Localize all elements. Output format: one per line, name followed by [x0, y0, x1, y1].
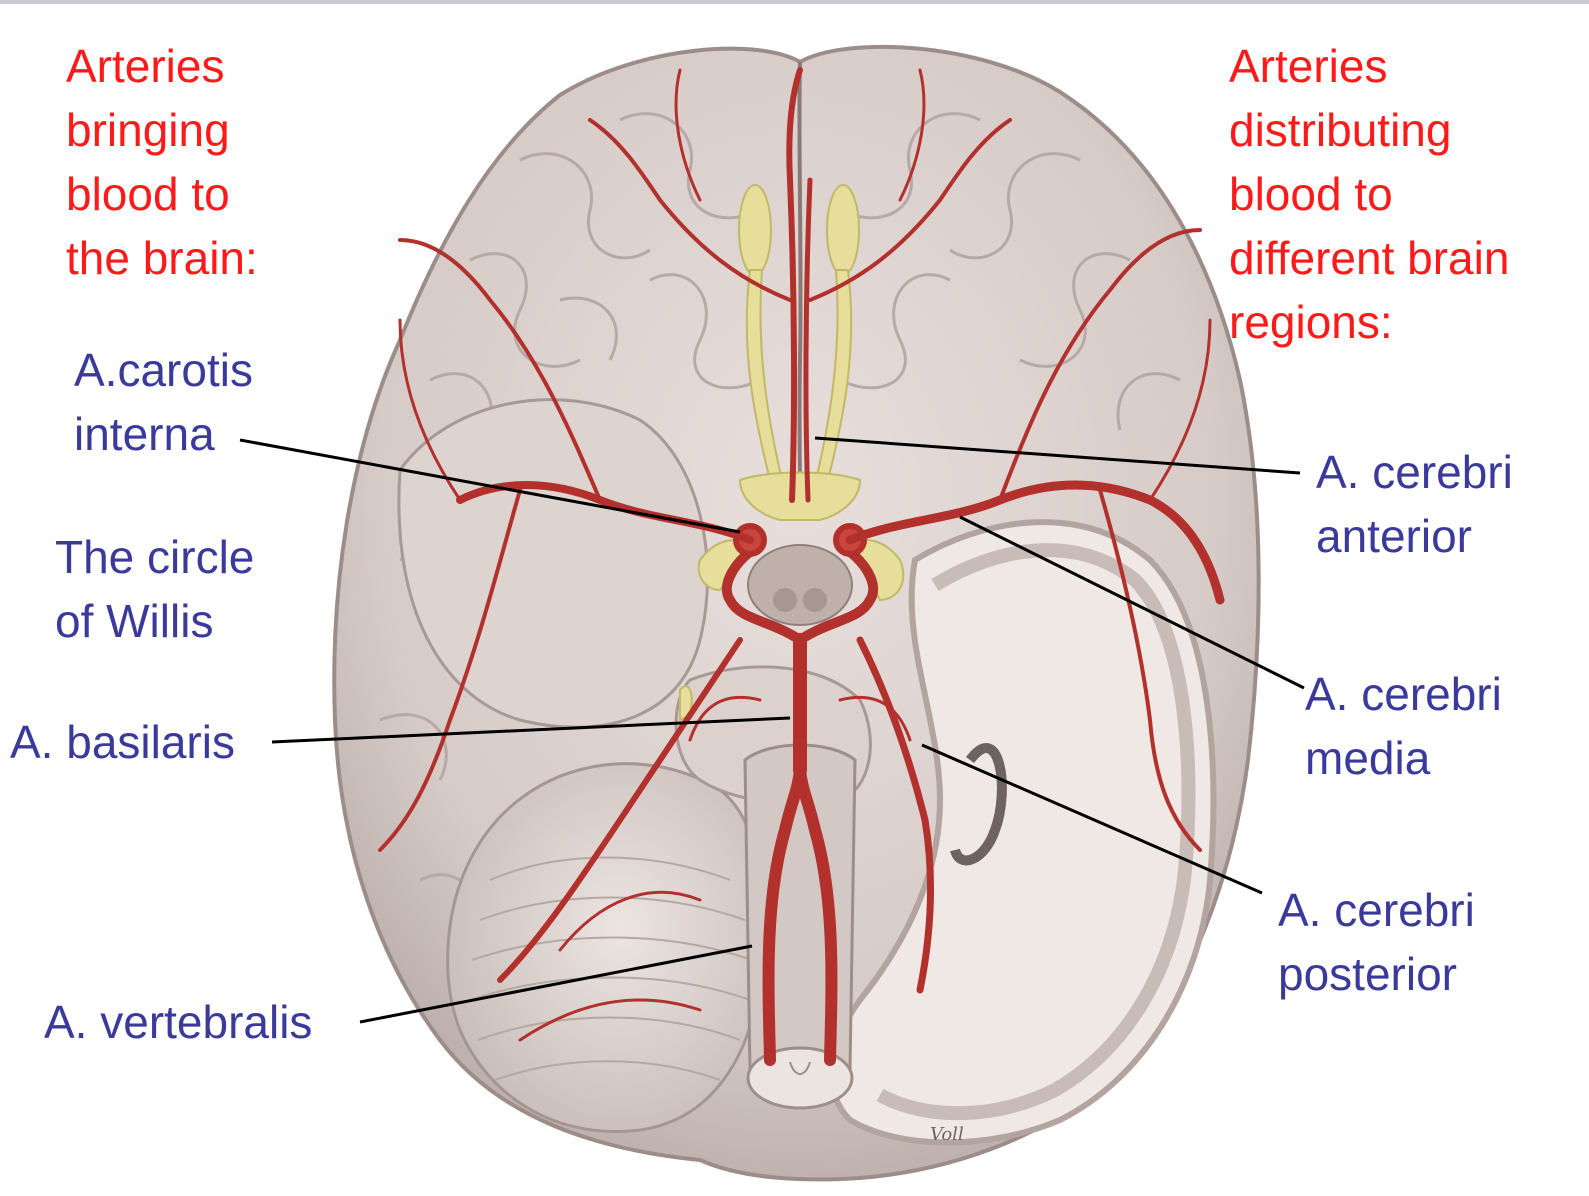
label-vertebralis: A. vertebralis	[44, 990, 312, 1054]
label-line: A. cerebri	[1278, 884, 1475, 936]
label-cerebri-posterior: A. cerebri posterior	[1278, 878, 1475, 1006]
leader-lines	[239, 436, 1305, 1024]
leader-vertebralis	[359, 944, 753, 1024]
leader-cerebri-anterior	[814, 436, 1301, 475]
cerebellum	[446, 762, 766, 1133]
heading-left-line: bringing	[66, 104, 230, 156]
top-border	[0, 0, 1589, 4]
heading-left-line: Arteries	[66, 40, 225, 92]
label-line: media	[1305, 732, 1431, 784]
signature: Voll	[930, 1124, 964, 1145]
label-line: anterior	[1316, 510, 1472, 562]
leader-cerebri-posterior	[921, 743, 1263, 895]
label-circle-of-willis: The circle of Willis	[55, 525, 254, 653]
label-line: interna	[74, 408, 215, 460]
label-line: A. basilaris	[10, 716, 235, 768]
heading-right-line: regions:	[1229, 296, 1393, 348]
label-line: A. cerebri	[1305, 668, 1502, 720]
cerebellum-folia	[469, 856, 753, 1081]
arteries	[378, 67, 1225, 1066]
leader-cerebri-media	[959, 515, 1305, 690]
heading-right-line: different brain	[1229, 232, 1510, 284]
leader-basilaris	[271, 716, 791, 744]
label-cerebri-media: A. cerebri media	[1305, 662, 1502, 790]
label-line: A. cerebri	[1316, 446, 1513, 498]
label-line: A. vertebralis	[44, 996, 313, 1048]
heading-right: Arteries distributing blood to different…	[1229, 34, 1509, 354]
label-line: posterior	[1278, 948, 1457, 1000]
heading-left-line: the brain:	[66, 232, 258, 284]
cut-section-right	[828, 519, 1217, 1146]
label-basilaris: A. basilaris	[10, 710, 235, 774]
label-line: The circle	[55, 531, 255, 583]
heading-left: Arteries bringing blood to the brain:	[66, 34, 258, 290]
longitudinal-fissure	[797, 61, 803, 491]
heading-right-line: distributing	[1229, 104, 1452, 156]
leader-carotis	[239, 438, 741, 534]
heading-right-line: Arteries	[1229, 40, 1388, 92]
mammillary-bodies	[747, 544, 853, 626]
label-line: A.carotis	[74, 344, 253, 396]
label-line: of Willis	[55, 595, 214, 647]
spinal-cord-section	[746, 1046, 854, 1110]
lateral-ventricle	[950, 743, 1007, 866]
label-cerebri-anterior: A. cerebri anterior	[1316, 440, 1513, 568]
label-carotis-interna: A.carotis interna	[74, 338, 253, 466]
heading-right-line: blood to	[1229, 168, 1393, 220]
heading-left-line: blood to	[66, 168, 230, 220]
